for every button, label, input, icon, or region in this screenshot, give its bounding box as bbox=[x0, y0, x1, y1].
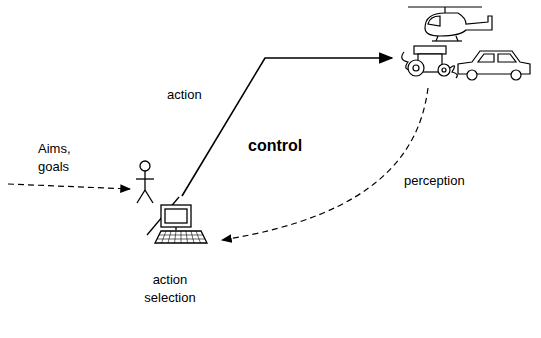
edge-label: action bbox=[165, 86, 204, 104]
aims-arrow bbox=[8, 184, 130, 189]
goal-label: Aims, goals bbox=[36, 140, 86, 176]
tractor-icon bbox=[402, 46, 458, 78]
operator-computer: action selection bbox=[125, 155, 215, 307]
car-icon bbox=[458, 51, 530, 80]
perception-arrow bbox=[222, 88, 428, 240]
operator-icon bbox=[125, 155, 215, 247]
title-label: control bbox=[246, 137, 304, 155]
node-label: action selection bbox=[138, 271, 202, 307]
helicopter-icon bbox=[408, 7, 492, 41]
action-arrow bbox=[182, 58, 392, 196]
edge-label: perception bbox=[402, 172, 467, 190]
